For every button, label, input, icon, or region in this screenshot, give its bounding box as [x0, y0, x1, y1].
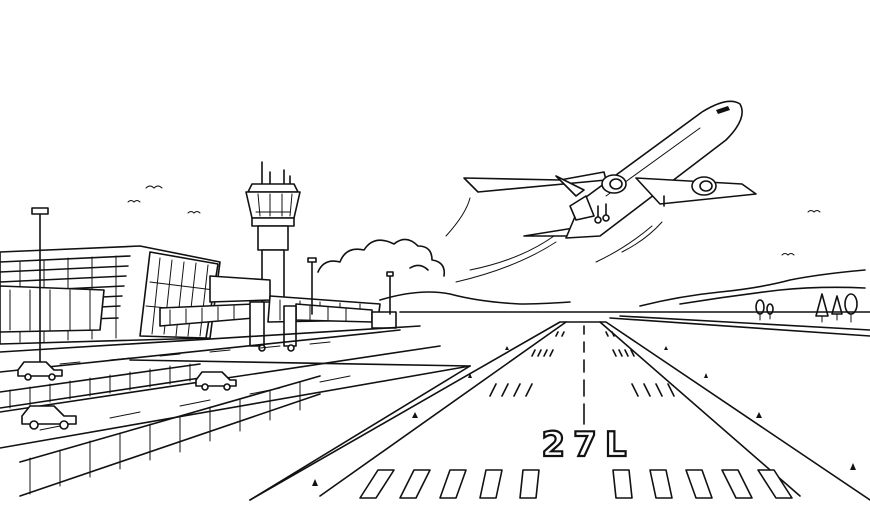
lamp-post-icon [307, 257, 317, 315]
car-icon [195, 371, 237, 391]
apron [0, 325, 471, 501]
runway-designator: 27L [542, 425, 635, 465]
motion-lines [445, 197, 663, 283]
bird-icon [145, 185, 163, 189]
tree-icon [815, 293, 829, 323]
car-icon [21, 405, 77, 430]
runway [249, 321, 870, 501]
tree-icon [755, 299, 765, 321]
trees [755, 293, 858, 323]
bird-icon [127, 200, 141, 203]
fence [0, 363, 321, 497]
lamp-post-icon [31, 207, 49, 363]
car-icon [17, 361, 63, 381]
tree-icon [844, 293, 858, 323]
bird-icon [781, 253, 795, 256]
bird-icon [187, 211, 201, 214]
lamp-post-icon [386, 271, 394, 315]
hills [379, 269, 866, 307]
airplane-icon [463, 100, 757, 239]
jet-bridges [159, 301, 397, 352]
birds [127, 185, 821, 256]
terminal-building-icon [0, 245, 381, 345]
ground-lines [399, 311, 870, 337]
bird-icon [807, 210, 821, 213]
tree-icon [831, 295, 843, 321]
clouds [317, 238, 446, 277]
lamp-posts [31, 207, 394, 363]
